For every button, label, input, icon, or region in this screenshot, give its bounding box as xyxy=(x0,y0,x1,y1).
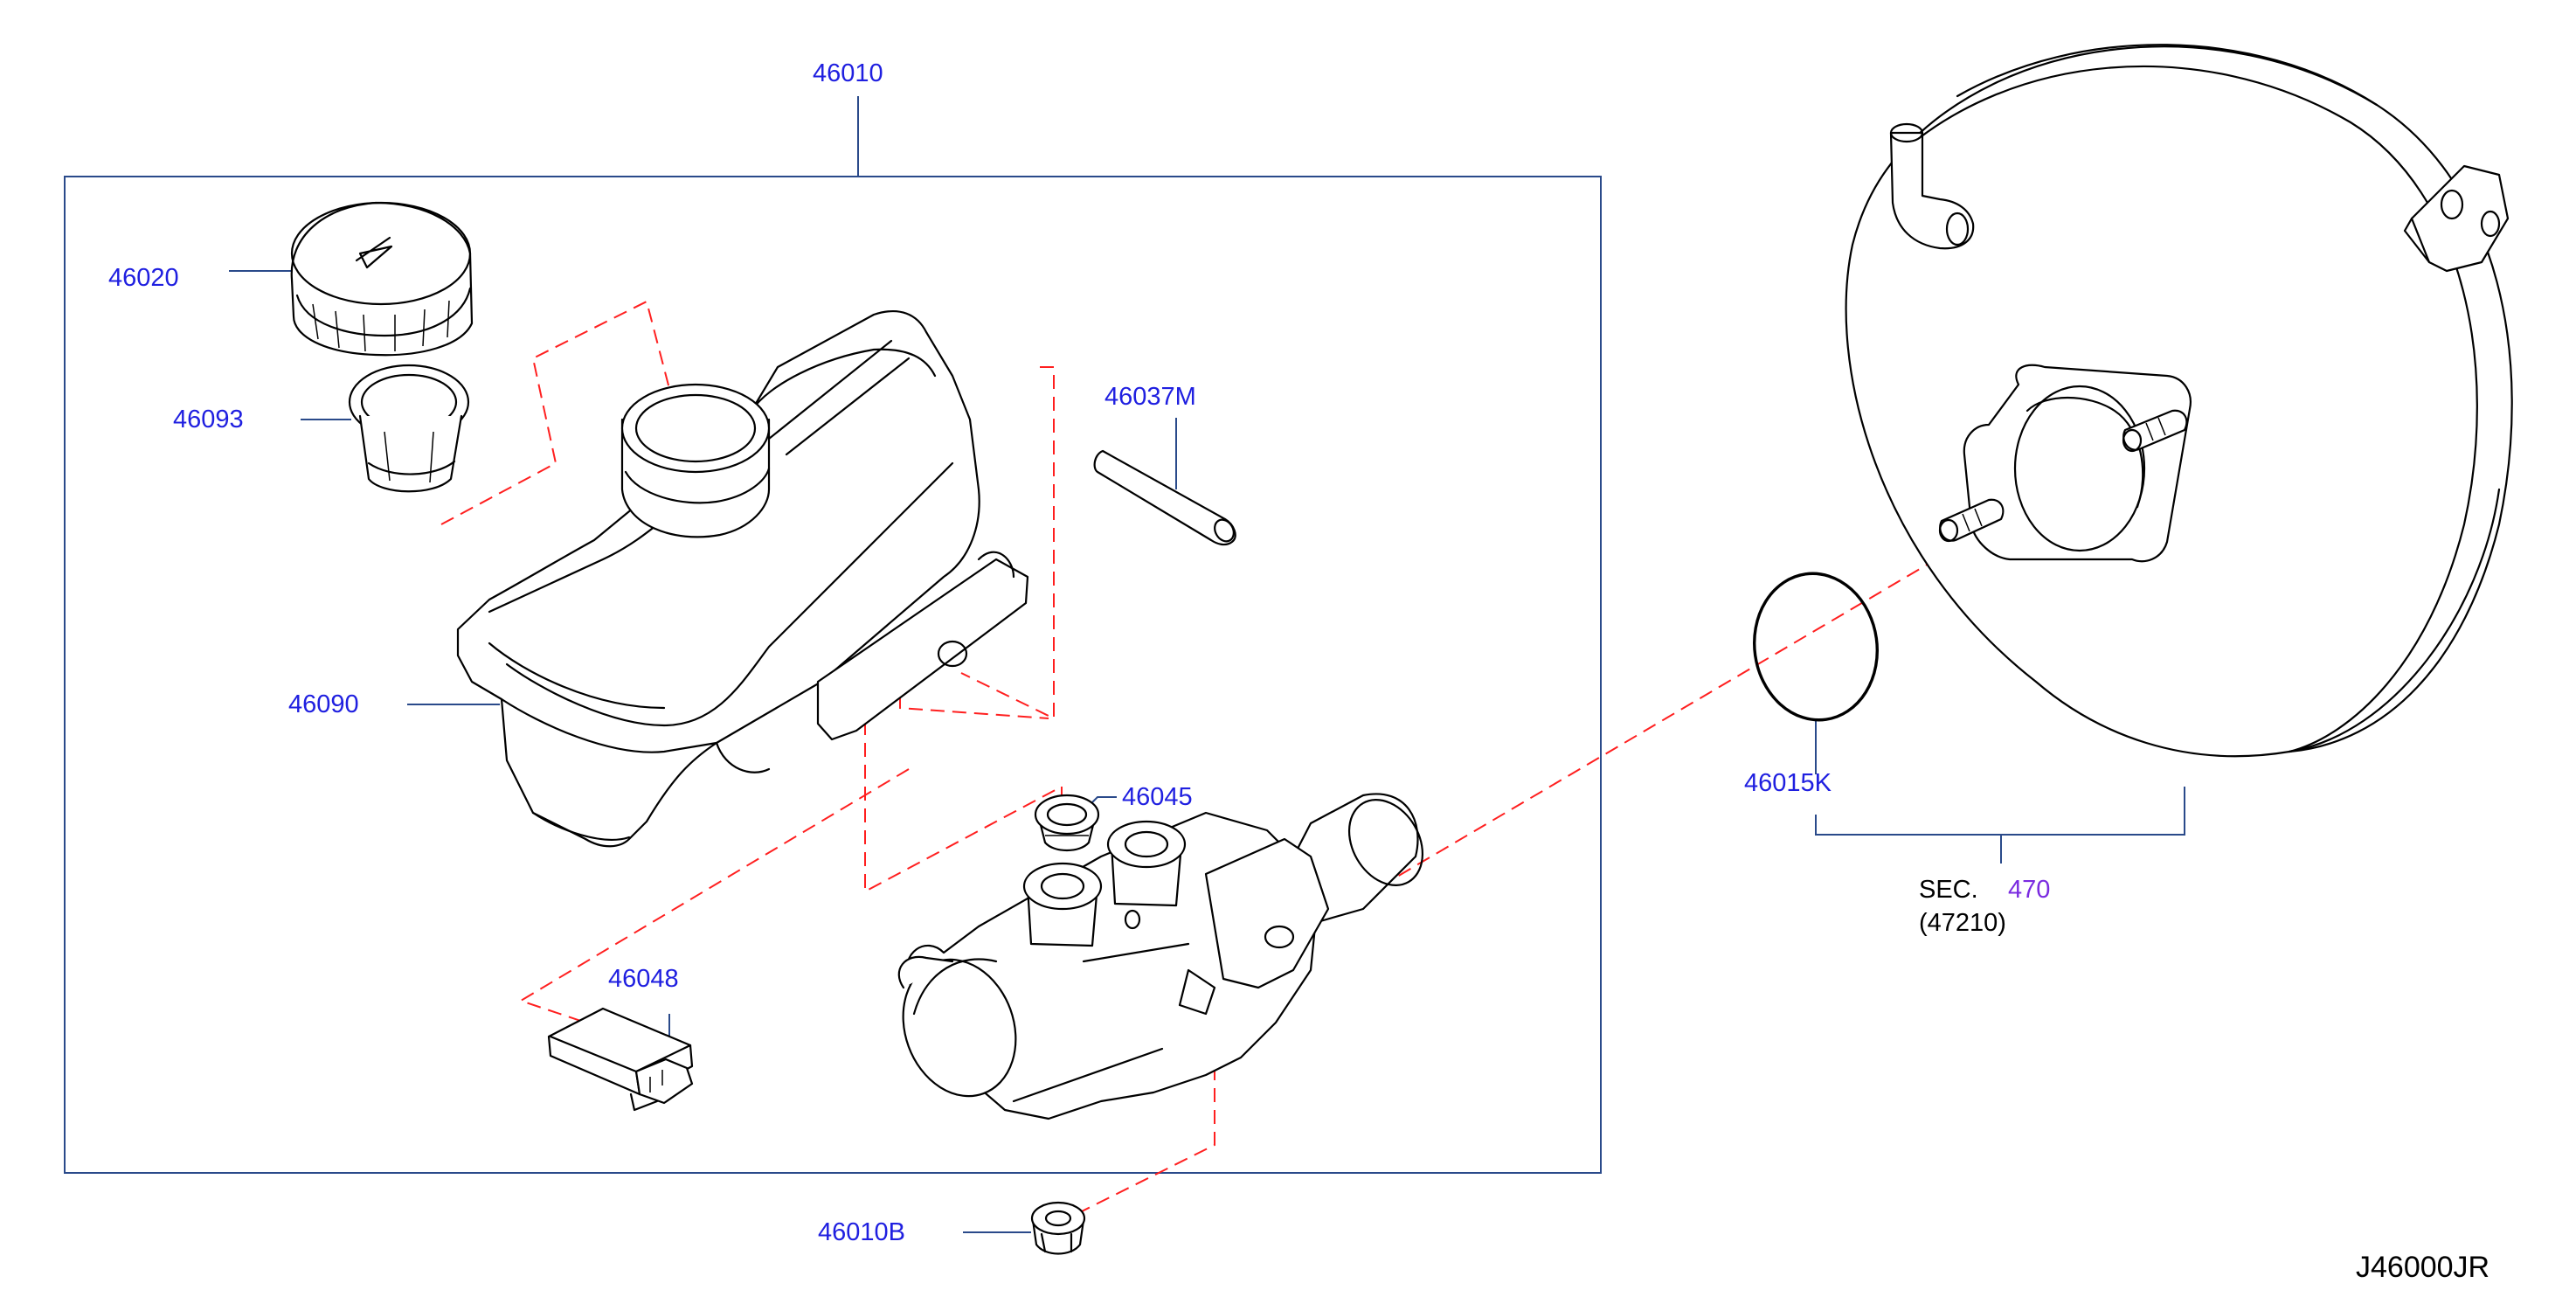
drawing-code: J46000JR xyxy=(2356,1251,2490,1284)
master-cylinder-body xyxy=(897,793,1424,1120)
booster-seal-ring-part xyxy=(1753,572,1879,722)
part-label-46010B: 46010B xyxy=(818,1218,905,1246)
reservoir-cap-part xyxy=(290,201,474,357)
part-label-46020: 46020 xyxy=(108,264,179,292)
section-ref-sub: (47210) xyxy=(1919,909,2006,937)
part-label-46015K: 46015K xyxy=(1744,769,1832,797)
part-label-46048: 46048 xyxy=(608,965,679,993)
part-label-46037M: 46037M xyxy=(1104,383,1196,411)
fluid-level-switch-part xyxy=(547,1007,694,1112)
reservoir-pin-part xyxy=(1093,449,1236,546)
brake-booster-part xyxy=(1845,44,2513,758)
part-label-46093: 46093 xyxy=(173,406,244,433)
part-label-46045: 46045 xyxy=(1122,783,1193,811)
assembly-frame-46010 xyxy=(64,96,1602,1174)
section-ref-prefix: SEC. xyxy=(1919,876,1978,904)
leader-lines xyxy=(229,270,2185,1233)
part-label-46090: 46090 xyxy=(288,690,359,718)
reservoir-grommet-part xyxy=(1034,794,1100,852)
reservoir-strainer-part xyxy=(348,364,470,493)
cylinder-nut-part xyxy=(1030,1201,1086,1255)
brake-fluid-reservoir-part xyxy=(456,310,1029,848)
part-label-46010: 46010 xyxy=(813,59,883,87)
section-ref-link[interactable]: 470 xyxy=(2008,876,2051,904)
